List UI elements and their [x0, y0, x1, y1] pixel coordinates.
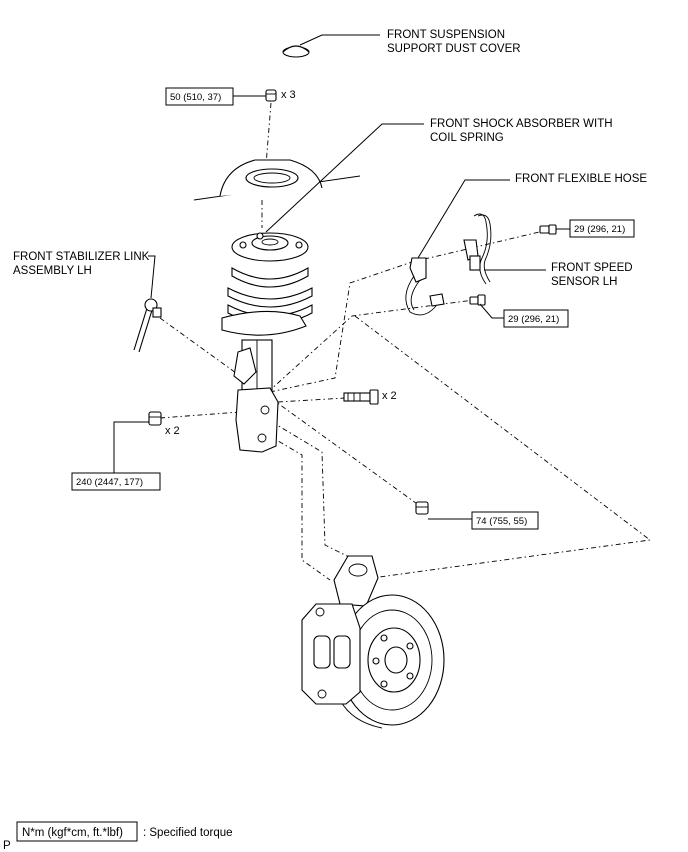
torque-box-link-nut: 74 (755, 55): [471, 511, 539, 530]
legend-unit: N*m (kgf*cm, ft.*lbf): [22, 827, 123, 839]
svg-text:240 (2447, 177): 240 (2447, 177): [76, 477, 143, 488]
torque-box-bracket-bolt-lower: 29 (296, 21): [503, 309, 569, 328]
bracket-bolt-upper-part: [539, 224, 557, 235]
assembly-guide-lines: [159, 102, 652, 581]
brake-caliper-part: [301, 603, 361, 705]
steering-knuckle-part: [333, 555, 379, 607]
torque-box-bracket-bolt-upper: 29 (296, 21): [569, 219, 635, 238]
legend-description: : Specified torque: [143, 827, 233, 839]
flexible-hose-leader: [417, 179, 510, 259]
speed-sensor-part: [463, 213, 492, 285]
bracket-bolt-lower-leader: [479, 303, 504, 319]
stabilizer-link-leader: [148, 255, 156, 299]
shock-absorber-leader: [265, 123, 424, 233]
speed-sensor-label: FRONT SPEED SENSOR LH: [551, 262, 636, 288]
quantity-knuckle-bolt: x 2: [382, 390, 397, 402]
svg-text:29 (296, 21): 29 (296, 21): [508, 314, 559, 325]
top-nut-part: [265, 89, 277, 102]
link-nut-part: [415, 501, 429, 515]
bracket-bolt-lower-part: [469, 294, 486, 306]
svg-text:50 (510, 37): 50 (510, 37): [170, 92, 221, 103]
shock-absorber-part: [221, 232, 313, 453]
corner-mark: P: [3, 840, 11, 852]
knuckle-nut-part: [148, 411, 162, 426]
knuckle-nut-leader: [113, 421, 149, 477]
knuckle-bolt-part: [343, 389, 379, 405]
flexible-hose-label: FRONT FLEXIBLE HOSE: [515, 173, 647, 185]
svg-text:29 (296, 21): 29 (296, 21): [574, 224, 625, 235]
stabilizer-link-part: [133, 298, 162, 353]
stabilizer-link-label: FRONT STABILIZER LINK ASSEMBLY LH: [13, 251, 153, 277]
dust-cover-part: [282, 45, 310, 58]
quantity-knuckle-nut: x 2: [165, 425, 180, 437]
legend-unit-box: [16, 821, 138, 842]
flexible-hose-part: [405, 257, 445, 316]
quantity-top-nut: x 3: [281, 89, 296, 101]
torque-box-knuckle-nut: 240 (2447, 177): [71, 472, 161, 491]
shock-absorber-label: FRONT SHOCK ABSORBER WITH COIL SPRING: [430, 118, 616, 144]
legend: N*m (kgf*cm, ft.*lbf) : Specified torque: [16, 821, 233, 842]
svg-text:74 (755, 55): 74 (755, 55): [476, 516, 527, 527]
dust-cover-leader: [299, 34, 380, 46]
body-panel-part: [193, 159, 361, 201]
torque-box-top-nut: 50 (510, 37): [165, 87, 234, 106]
dust-cover-label: FRONT SUSPENSION SUPPORT DUST COVER: [387, 29, 521, 55]
